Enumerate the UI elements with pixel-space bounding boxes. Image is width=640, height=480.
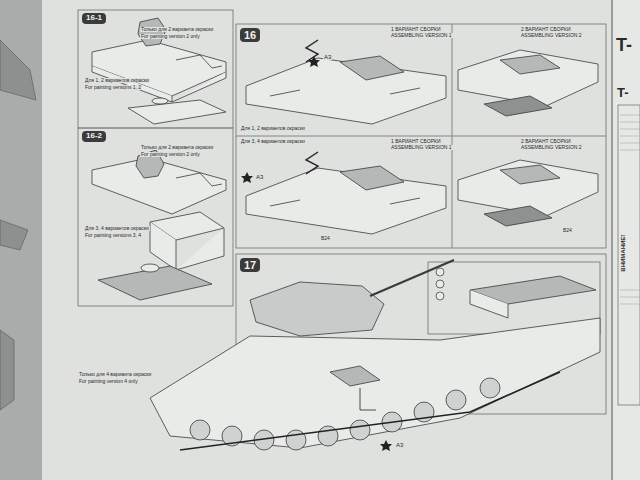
note-text: Только для 4 варианта окраски bbox=[78, 372, 152, 377]
sheet bbox=[42, 0, 612, 480]
step-number: 16-1 bbox=[86, 13, 102, 22]
note-text: For painting version 4 only bbox=[78, 379, 139, 384]
right-page bbox=[612, 0, 640, 480]
tow-cable bbox=[180, 372, 560, 450]
note-text: A3 bbox=[323, 54, 332, 60]
warning-heading: ВНИМАНИЕ! bbox=[620, 234, 626, 273]
note-text: Только для 2 варианта окраски bbox=[140, 27, 214, 32]
page-fold bbox=[611, 0, 613, 480]
step-number: 16 bbox=[244, 29, 256, 41]
leader-line bbox=[360, 388, 376, 410]
note-text: For painting version 2 only bbox=[140, 34, 201, 39]
note-text: 1 ВАРИАНТ СБОРКИ bbox=[390, 139, 442, 144]
note-text: B24 bbox=[562, 228, 573, 233]
page-title: T- bbox=[616, 86, 630, 100]
hull-part bbox=[92, 18, 226, 124]
page-title: T- bbox=[615, 36, 633, 55]
note-text: Для 1, 2 вариантов окраски bbox=[84, 78, 150, 83]
note-text: For painting versions 1, 2 bbox=[84, 85, 142, 90]
left-page-figure bbox=[0, 220, 28, 250]
left-page bbox=[0, 0, 42, 480]
step-number: 17 bbox=[244, 259, 256, 271]
step-badge: 16-2 bbox=[82, 131, 106, 142]
note-text: ASSEMBLING VERSION 1 bbox=[390, 33, 453, 38]
hull-part bbox=[92, 150, 226, 300]
note-text: For painting versions 3, 4 bbox=[84, 233, 142, 238]
note-text: Для 3, 4 вариантов окраски bbox=[240, 139, 306, 144]
left-page-figure bbox=[0, 40, 36, 100]
note-text: Для 3, 4 вариантов окраски bbox=[84, 226, 150, 231]
text-lines bbox=[620, 115, 640, 304]
note-text: Только для 2 варианта окраски bbox=[140, 145, 214, 150]
step-badge: 16-1 bbox=[82, 13, 106, 24]
note-text: A3 bbox=[395, 442, 404, 448]
note-text: 2 ВАРИАНТ СБОРКИ bbox=[520, 139, 572, 144]
note-text: For painting version 2 only bbox=[140, 152, 201, 157]
step-badge: 17 bbox=[240, 258, 260, 272]
tank-assembly bbox=[150, 260, 600, 448]
note-text: Для 1, 2 вариантов окраски bbox=[240, 126, 306, 131]
step-number: 16-2 bbox=[86, 131, 102, 140]
note-text: 1 ВАРИАНТ СБОРКИ bbox=[390, 27, 442, 32]
left-page-figure bbox=[0, 330, 14, 410]
note-text: B24 bbox=[320, 236, 331, 241]
callout-circle bbox=[436, 268, 444, 300]
note-text: ASSEMBLING VERSION 2 bbox=[520, 33, 583, 38]
note-text: A3 bbox=[255, 174, 264, 180]
note-text: 2 ВАРИАНТ СБОРКИ bbox=[520, 27, 572, 32]
step-badge: 16 bbox=[240, 28, 260, 42]
note-text: ASSEMBLING VERSION 2 bbox=[520, 145, 583, 150]
warning-frame bbox=[618, 105, 640, 405]
note-text: ASSEMBLING VERSION 1 bbox=[390, 145, 453, 150]
